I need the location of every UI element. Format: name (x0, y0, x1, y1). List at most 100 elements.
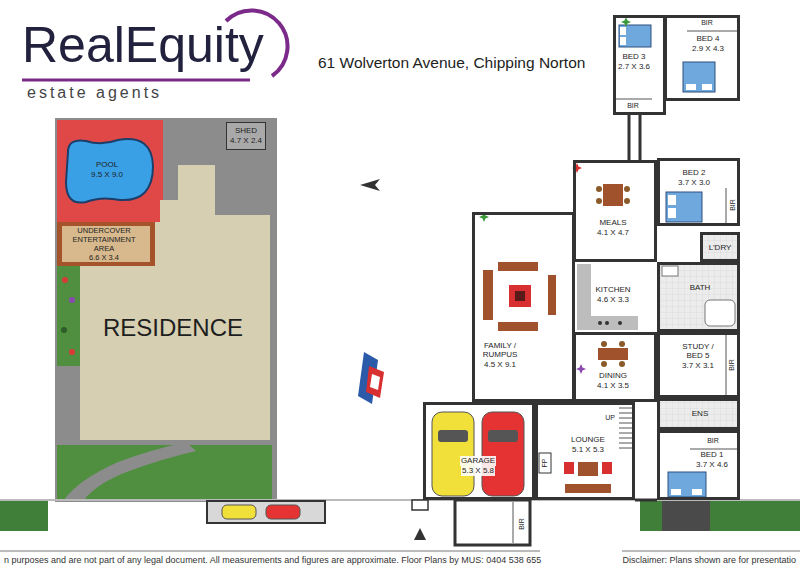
room-text: DINING4.1 X 3.5 (583, 371, 643, 390)
room-label: 5.3 X 5.8 (461, 466, 495, 476)
room-label: BED 2 (682, 168, 705, 178)
room-label: 4.1 X 4.7 (597, 228, 629, 238)
room-label: 4.7 X 2.4 (230, 136, 262, 146)
ensuite-room: ENS (657, 398, 740, 430)
living-furniture (509, 285, 531, 307)
street-strip (662, 501, 710, 531)
bed-furniture (702, 84, 712, 90)
site-lot (57, 266, 80, 366)
living-furniture (624, 198, 630, 204)
footer-note: n purposes and are not part of any legal… (4, 555, 541, 566)
living-furniture (578, 462, 598, 476)
room-label: 5.1 X 5.3 (572, 445, 604, 455)
pool (66, 139, 153, 203)
kitchen-counter (591, 316, 638, 330)
kitchen-room: KITCHEN4.6 X 3.3 (575, 262, 640, 332)
room-label: UNDERCOVER ENTERTAINMENT AREA (64, 226, 144, 253)
shed (226, 122, 266, 150)
footer-note: Disclaimer: Plans shown are for presenta… (622, 555, 796, 566)
living-furniture (601, 361, 607, 367)
room-label: STUDY / BED 5 (673, 342, 723, 361)
robe-label: BIR (518, 518, 526, 530)
plan-title: 61 Wolverton Avenue, Chipping Norton (318, 54, 585, 73)
stairs (619, 408, 632, 448)
compass (360, 179, 380, 191)
stairs (619, 408, 632, 448)
living-furniture (596, 198, 602, 204)
room-text: BATH (675, 283, 725, 293)
room-label: L'DRY (709, 243, 732, 253)
cars (432, 412, 474, 496)
residence-footprint: RESIDENCE (80, 165, 270, 440)
site-lot (64, 442, 196, 500)
street-strip (640, 501, 800, 531)
room-label: SHED (235, 126, 257, 136)
bedroom: BED 32.7 X 3.6 (613, 15, 666, 115)
bed-furniture (668, 472, 706, 497)
garage-room: GARAGE5.3 X 5.8 (423, 402, 535, 500)
garden-flowers (61, 327, 67, 333)
bedroom: BED 13.7 X 4.6 (657, 430, 740, 500)
room-label: LOUNGE (571, 435, 605, 445)
living-furniture (624, 186, 630, 192)
bed-furniture (683, 62, 715, 92)
room-label: MEALS (599, 218, 626, 228)
room-label: 3.7 X 3.0 (678, 178, 710, 188)
footer-rule (622, 551, 800, 552)
garden-flowers (69, 349, 75, 355)
entertainment-deck (57, 222, 155, 266)
street-strip (222, 505, 256, 519)
bed-furniture (668, 195, 676, 205)
robe-label: BIR (701, 19, 713, 27)
room-label: BED 3 (622, 52, 645, 62)
living-furniture (548, 275, 556, 315)
bedroom: BED 23.7 X 3.0 (657, 158, 740, 226)
entertainment-deck (57, 222, 155, 266)
room-text: FAMILY / RUMPUS4.5 X 9.1 (477, 341, 523, 370)
cars (438, 430, 468, 442)
robe-outline (513, 31, 740, 543)
room-text: GARAGE5.3 X 5.8 (456, 456, 500, 475)
street-strip (0, 501, 48, 531)
laundry-room: L'DRY (700, 232, 740, 262)
hall-walls (628, 114, 631, 160)
wet-floor (700, 232, 740, 262)
room-text: RESIDENCE (83, 314, 263, 343)
bed-furniture (620, 37, 626, 45)
room-label: 3.7 X 3.1 (682, 361, 714, 371)
room-text: BED 42.9 X 4.3 (678, 34, 738, 53)
brand-flag (366, 366, 384, 398)
robe-label: BIR (729, 199, 737, 211)
room-text: LOUNGE5.1 X 5.3 (560, 435, 616, 454)
room-label: 9.5 X 9.0 (91, 170, 123, 180)
room-label: 3.7 X 4.6 (696, 460, 728, 470)
logo-arc (22, 10, 288, 80)
site-lot (55, 118, 277, 502)
room-text: ENS (680, 409, 720, 419)
logo-arc (22, 79, 250, 82)
living-furniture (601, 341, 607, 347)
living-furniture (619, 341, 625, 347)
study-room: STUDY / BED 53.7 X 3.1 (657, 332, 740, 398)
pool (57, 120, 163, 222)
lounge-room: LOUNGE5.1 X 5.3 (535, 402, 635, 500)
plant-symbol (621, 17, 631, 27)
room-text: BED 23.7 X 3.0 (666, 168, 722, 187)
room-text: BED 13.7 X 4.6 (690, 450, 734, 469)
site-lot (55, 118, 277, 502)
robe-outline (614, 99, 652, 100)
room-label: BED 1 (700, 450, 723, 460)
hall-walls (412, 500, 428, 510)
room-label: FAMILY / RUMPUS (477, 341, 523, 360)
cars (432, 412, 524, 496)
room-label: 4.1 X 3.5 (597, 381, 629, 391)
bathroom: BATH (657, 262, 740, 332)
room-label: ENS (692, 409, 708, 419)
bed-furniture (668, 208, 676, 218)
plant-symbol (576, 364, 586, 374)
room-label: POOL (96, 160, 118, 170)
living-furniture (619, 361, 625, 367)
room-text: SHED4.7 X 2.4 (226, 126, 266, 145)
living-furniture (564, 462, 574, 474)
shed (226, 122, 266, 150)
